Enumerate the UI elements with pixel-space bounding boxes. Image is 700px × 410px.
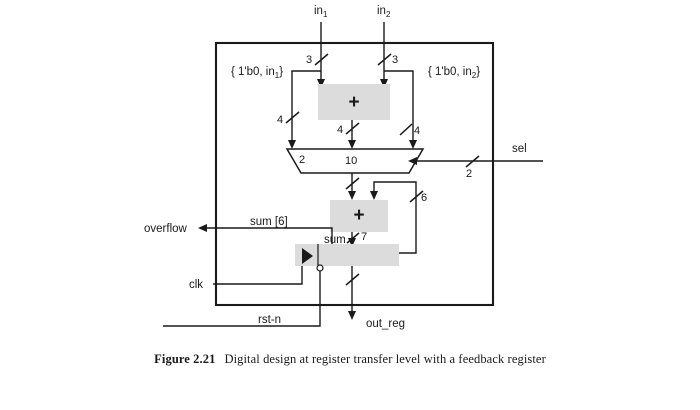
- figure-caption: Figure 2.21 Digital design at register tr…: [0, 352, 700, 367]
- wire-concat-left-branch: [291, 70, 321, 145]
- label-in2-width: 3: [392, 54, 398, 66]
- slash-sum-width: [346, 232, 360, 244]
- label-feedback-width: 6: [421, 192, 427, 204]
- wire-feedback-register-to-adder: [373, 181, 417, 254]
- arrowhead-out-reg: [348, 311, 356, 320]
- label-concat-left-width: 4: [277, 114, 283, 126]
- arrowhead-adder-bottom-right-in: [370, 191, 378, 200]
- slash-sel-width: [465, 155, 480, 168]
- label-sum-width: 7: [361, 231, 367, 243]
- label-concat-right-width: 4: [414, 125, 420, 137]
- label-sel: sel: [512, 143, 527, 155]
- clock-triangle-icon: [302, 248, 313, 264]
- slash-mux-out-width: [345, 177, 360, 190]
- wire-rst-n: [163, 271, 321, 327]
- slash-feedback-width: [409, 190, 424, 203]
- label-out-reg: out_reg: [366, 318, 405, 330]
- label-overflow: overflow: [144, 223, 188, 235]
- label-in2: in2: [377, 5, 391, 19]
- arrowhead-mux-in2: [409, 140, 417, 149]
- slash-in2-width: [377, 53, 392, 66]
- adder-top-plus-symbol: +: [348, 92, 359, 113]
- label-clk: clk: [189, 279, 203, 291]
- arrowhead-mux-in1: [348, 140, 356, 149]
- label-in1-width: 3: [306, 54, 312, 66]
- adder-bottom-plus-symbol: +: [353, 205, 364, 226]
- label-sel-width: 2: [466, 168, 472, 180]
- arrowhead-overflow: [198, 224, 207, 232]
- adder-bottom-block: [330, 200, 388, 232]
- figure-caption-text: Digital design at register transfer leve…: [224, 352, 546, 366]
- arrowhead-adder-bottom-left-in: [348, 191, 356, 200]
- arrowhead-in1: [317, 79, 325, 88]
- figure-number: Figure 2.21: [154, 352, 216, 366]
- arrowhead-sel: [408, 157, 417, 165]
- wire-overflow: [202, 227, 333, 247]
- register-block: [295, 244, 399, 266]
- label-sum-bus: sum: [324, 234, 346, 246]
- reset-bubble-icon: [316, 264, 324, 272]
- label-concat-left: { 1'b0, in1}: [231, 66, 283, 80]
- slash-in1-width: [314, 53, 329, 66]
- label-sum-bit: sum [6]: [250, 216, 288, 228]
- slash-concat-right-width: [399, 123, 413, 136]
- slash-adder-top-out-width: [345, 122, 360, 135]
- module-boundary-box: [214, 41, 495, 307]
- wire-clk: [213, 266, 303, 285]
- mux-block: [285, 148, 425, 174]
- label-mux-port-left: 2: [299, 154, 305, 166]
- arrowhead-mux-in0: [288, 140, 296, 149]
- label-in1: in1: [314, 5, 328, 19]
- slash-concat-left-width: [285, 111, 300, 124]
- label-mux-port-center: 10: [345, 155, 357, 167]
- adder-top-block: [318, 84, 390, 120]
- label-concat-right: { 1'b0, in2}: [428, 66, 480, 80]
- wire-concat-right-branch: [384, 70, 414, 145]
- arrowhead-in2: [380, 79, 388, 88]
- label-rst-n: rst-n: [258, 314, 281, 326]
- slash-out-reg-width: [345, 273, 360, 286]
- label-adder-top-out-width: 4: [337, 124, 343, 136]
